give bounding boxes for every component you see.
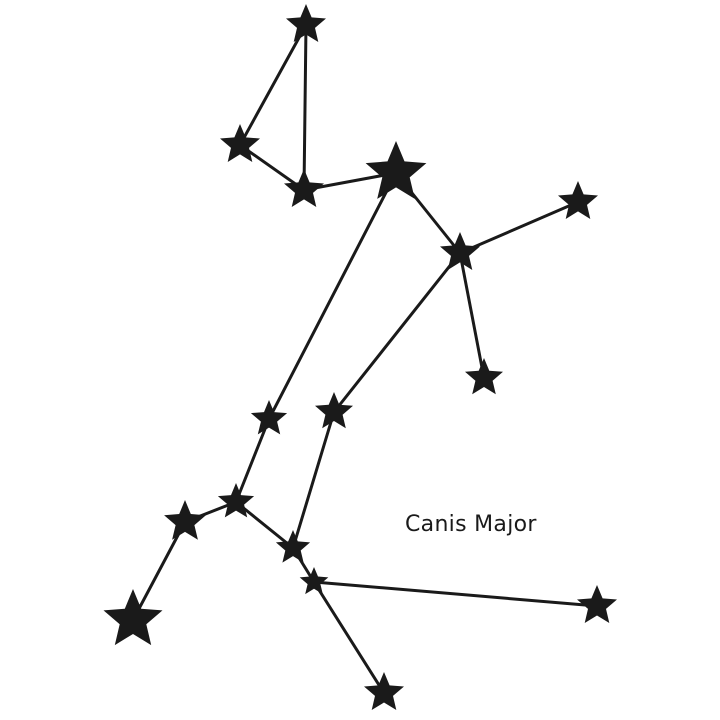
constellation-line-1 (238, 23, 308, 147)
star-icon (284, 169, 324, 207)
star-icon (275, 530, 311, 563)
star-icon (315, 392, 353, 429)
star-icon (440, 232, 480, 270)
star-icon (286, 4, 326, 42)
constellation-line-12 (131, 520, 187, 622)
constellation-line-7 (458, 251, 486, 380)
constellation-line-14 (291, 410, 336, 550)
star-icon (217, 483, 255, 518)
star-icon (465, 358, 503, 395)
constellation-line-16 (312, 580, 599, 608)
star-icon (558, 181, 598, 219)
star-icon (365, 141, 427, 199)
star-icon (299, 567, 329, 595)
star-icon (103, 589, 163, 646)
constellation-stars (103, 4, 617, 710)
star-icon (364, 672, 404, 710)
star-icon (577, 585, 617, 623)
star-icon (250, 400, 288, 435)
constellation-name: Canis Major (405, 512, 537, 537)
constellation-line-13 (234, 500, 295, 550)
star-icon (164, 500, 206, 540)
constellation-line-10 (234, 417, 271, 504)
constellation-line-3 (238, 143, 306, 192)
constellation-line-6 (458, 200, 580, 255)
star-icon (220, 124, 260, 162)
constellation-line-2 (302, 23, 308, 192)
constellation-line-17 (312, 580, 386, 695)
constellation-line-8 (332, 251, 462, 414)
constellation-lines (131, 23, 599, 695)
constellation-line-9 (267, 171, 398, 421)
